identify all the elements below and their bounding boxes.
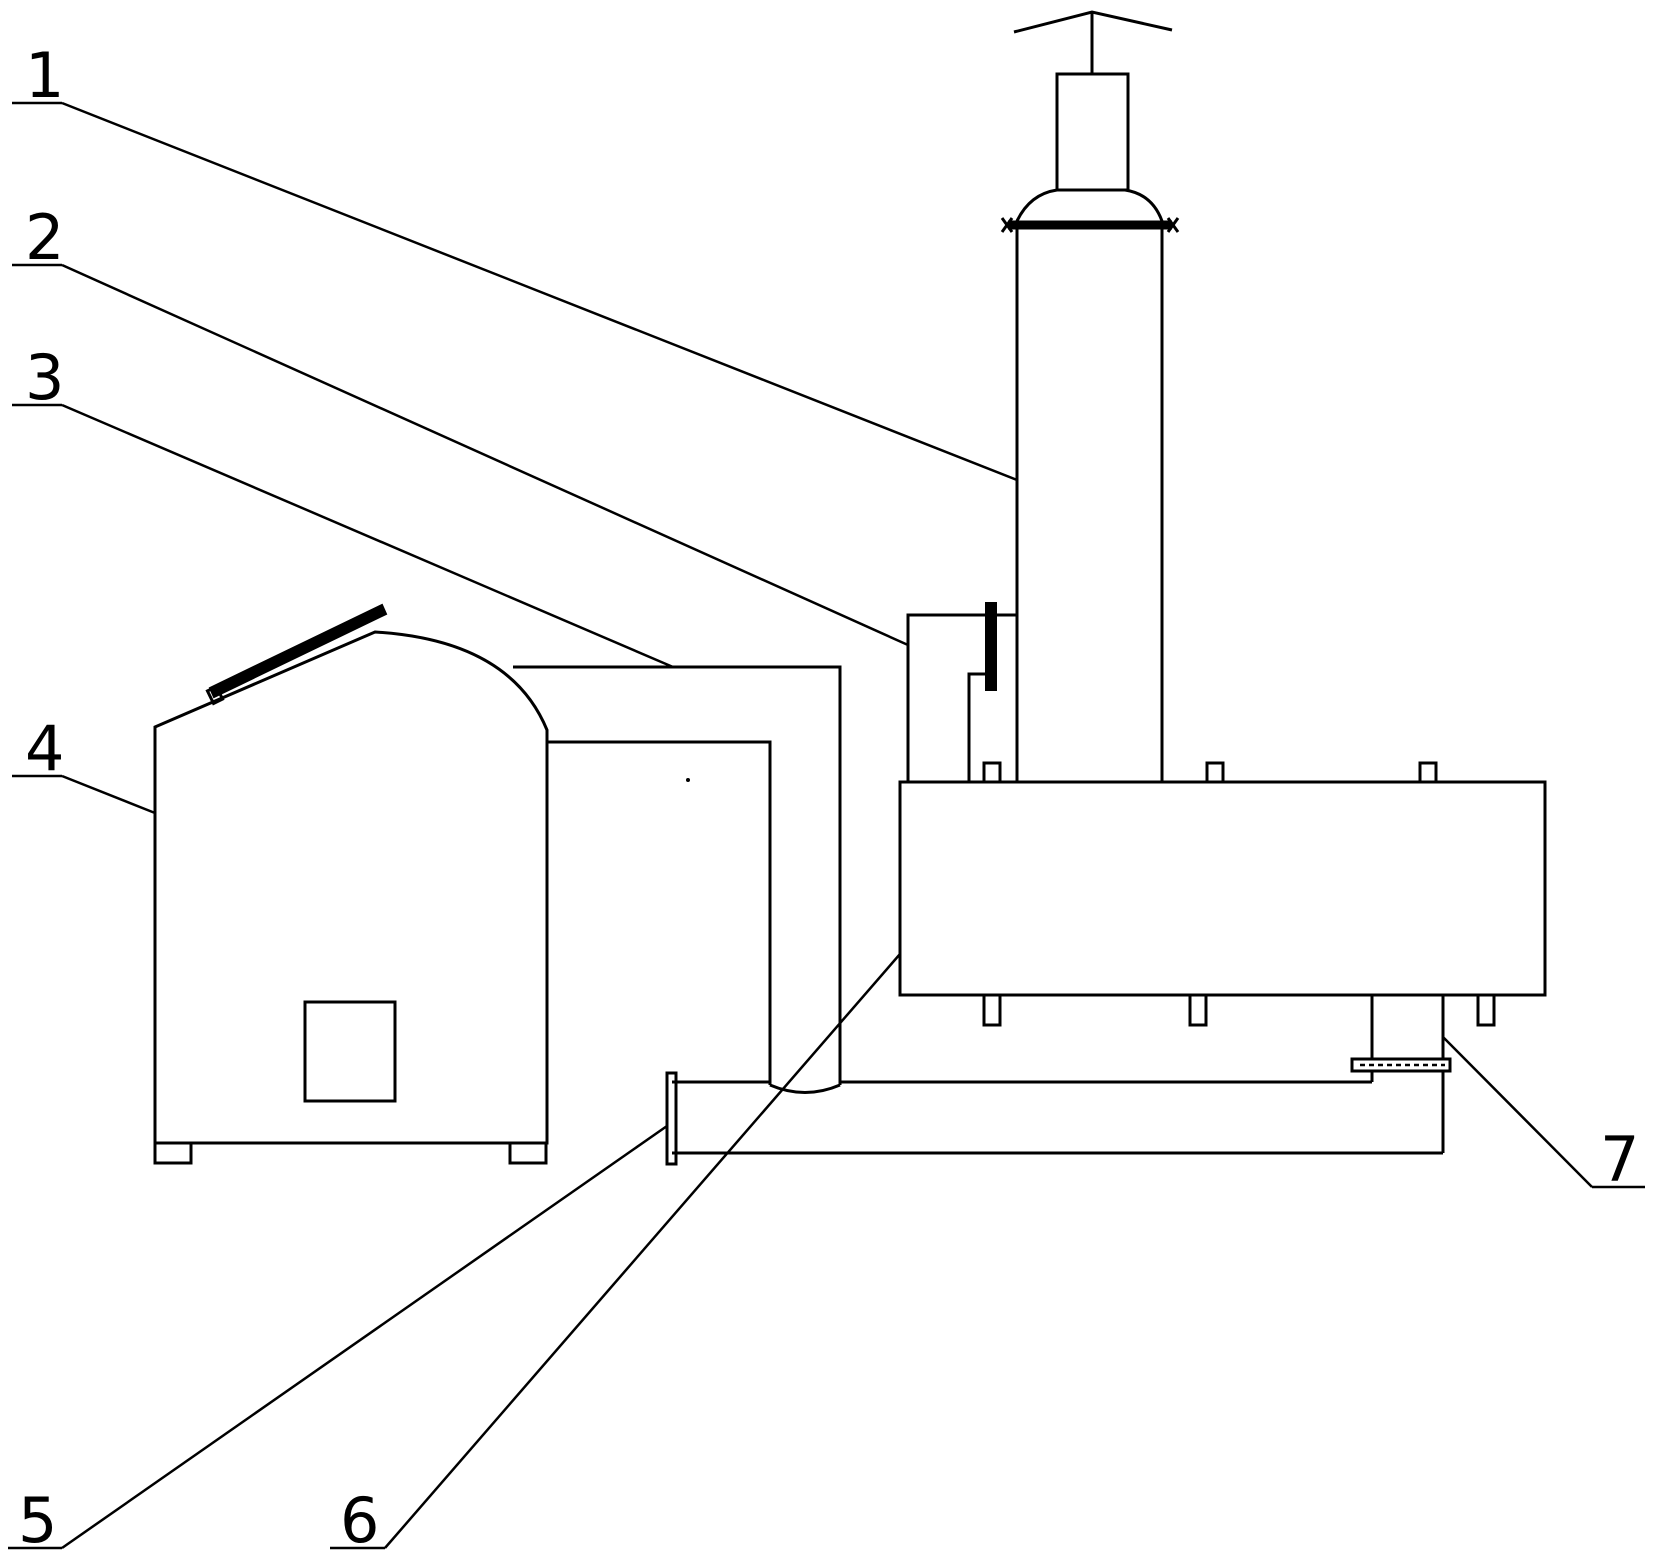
- inspection-window: [303, 1000, 397, 1103]
- tank-body: [898, 780, 1547, 997]
- leader-lines: [8, 101, 1645, 1550]
- column-dome: [1015, 188, 1164, 222]
- label-6: 6: [340, 1484, 379, 1557]
- roof-feed-door: [205, 603, 388, 706]
- rain-cap: [1013, 10, 1173, 34]
- furnace-cabinet: [153, 603, 549, 1165]
- label-2: 2: [25, 201, 64, 274]
- valve-flange: [985, 602, 997, 691]
- cabinet-foot-right: [508, 1141, 548, 1165]
- side-valve-box: [906, 602, 1019, 782]
- label-7: 7: [1600, 1123, 1639, 1196]
- labels: 1 2 3 4 5 6 7: [18, 39, 1639, 1557]
- inlet-flange: [665, 1071, 678, 1166]
- horizontal-tank: [898, 761, 1547, 1027]
- label-5: 5: [18, 1484, 57, 1557]
- label-4: 4: [25, 712, 64, 785]
- label-3: 3: [25, 341, 64, 414]
- exhaust-stack: [1055, 72, 1130, 192]
- vertical-column: [1000, 10, 1180, 782]
- bottom-inlet-pipe: [665, 1071, 1445, 1166]
- cabinet-foot-left: [153, 1141, 193, 1165]
- tank-outlet-pipe: [1350, 995, 1452, 1082]
- label-1: 1: [25, 39, 64, 112]
- cabinet-body: [153, 630, 549, 1145]
- flue-duct: [513, 665, 842, 1094]
